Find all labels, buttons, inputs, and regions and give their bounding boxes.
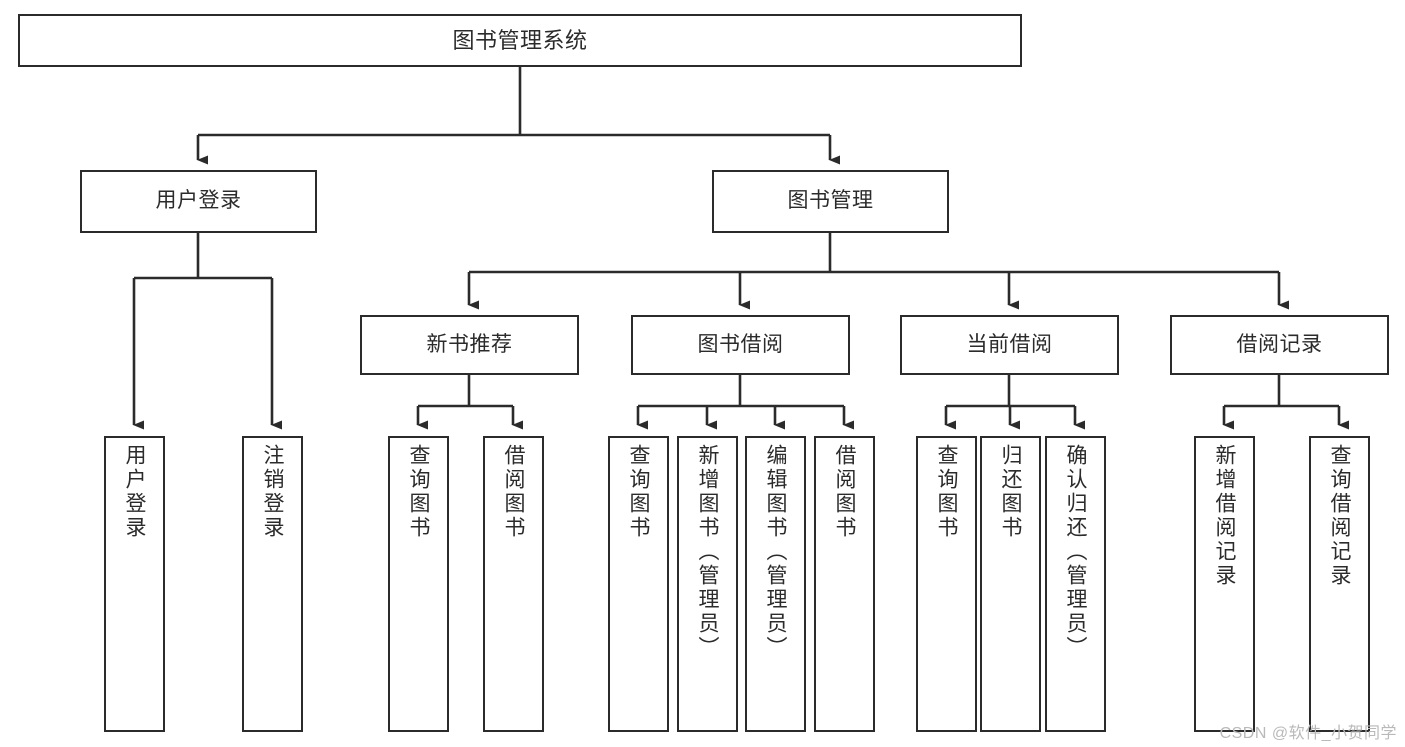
- node-book-management[interactable]: 图书管理: [712, 170, 949, 233]
- node-user-login-label: 用户登录: [155, 189, 242, 213]
- node-leaf-return-book[interactable]: 归还图书: [980, 436, 1041, 732]
- node-leaf-return-book-label: 归还图书: [999, 444, 1022, 540]
- node-leaf-query-book-2[interactable]: 查询图书: [608, 436, 669, 732]
- node-leaf-edit-book-label: 编辑图书（管理员）: [764, 444, 787, 660]
- node-leaf-logout[interactable]: 注销登录: [242, 436, 303, 732]
- node-leaf-edit-book[interactable]: 编辑图书（管理员）: [745, 436, 806, 732]
- node-leaf-add-book[interactable]: 新增图书（管理员）: [677, 436, 738, 732]
- node-leaf-borrow-book-1[interactable]: 借阅图书: [483, 436, 544, 732]
- node-book-borrow[interactable]: 图书借阅: [631, 315, 850, 375]
- node-new-book-recommend-label: 新书推荐: [426, 332, 513, 356]
- node-leaf-confirm-return[interactable]: 确认归还（管理员）: [1045, 436, 1106, 732]
- node-leaf-borrow-book-2-label: 借阅图书: [833, 444, 856, 540]
- node-book-management-label: 图书管理: [787, 189, 874, 213]
- node-book-borrow-label: 图书借阅: [697, 332, 784, 356]
- node-leaf-query-book-3[interactable]: 查询图书: [916, 436, 977, 732]
- node-leaf-query-record-label: 查询借阅记录: [1328, 444, 1351, 588]
- node-leaf-add-book-label: 新增图书（管理员）: [696, 444, 719, 660]
- node-borrow-records[interactable]: 借阅记录: [1170, 315, 1389, 375]
- node-leaf-add-record-label: 新增借阅记录: [1213, 444, 1236, 588]
- node-new-book-recommend[interactable]: 新书推荐: [360, 315, 579, 375]
- node-root-label: 图书管理系统: [452, 27, 588, 53]
- node-leaf-query-book-1[interactable]: 查询图书: [388, 436, 449, 732]
- node-leaf-user-login[interactable]: 用户登录: [104, 436, 165, 732]
- node-leaf-confirm-return-label: 确认归还（管理员）: [1064, 444, 1087, 660]
- node-leaf-query-record[interactable]: 查询借阅记录: [1309, 436, 1370, 732]
- node-leaf-borrow-book-2[interactable]: 借阅图书: [814, 436, 875, 732]
- node-user-login[interactable]: 用户登录: [80, 170, 317, 233]
- node-borrow-records-label: 借阅记录: [1236, 332, 1323, 356]
- node-leaf-logout-label: 注销登录: [261, 444, 284, 540]
- node-leaf-borrow-book-1-label: 借阅图书: [502, 444, 525, 540]
- node-leaf-query-book-1-label: 查询图书: [407, 444, 430, 540]
- node-current-borrow[interactable]: 当前借阅: [900, 315, 1119, 375]
- node-leaf-add-record[interactable]: 新增借阅记录: [1194, 436, 1255, 732]
- node-leaf-query-book-3-label: 查询图书: [935, 444, 958, 540]
- node-current-borrow-label: 当前借阅: [966, 332, 1053, 356]
- node-root[interactable]: 图书管理系统: [18, 14, 1022, 67]
- watermark: CSDN @软件_小贺同学: [1219, 725, 1397, 742]
- node-leaf-user-login-label: 用户登录: [123, 444, 146, 540]
- node-leaf-query-book-2-label: 查询图书: [627, 444, 650, 540]
